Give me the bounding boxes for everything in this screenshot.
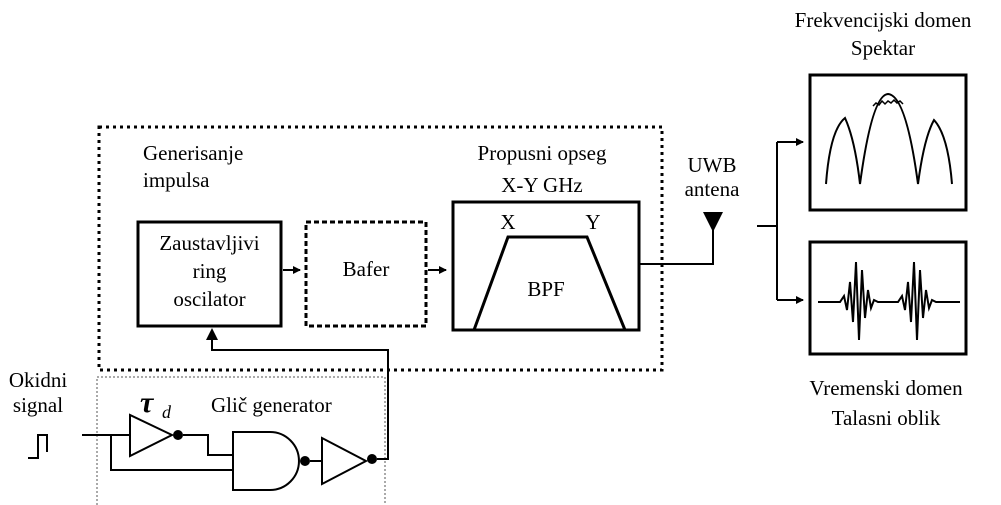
output-inverter-bubble <box>367 454 377 464</box>
antenna-label-line2: antena <box>685 177 740 201</box>
generation-label-line2: impulsa <box>143 168 210 192</box>
oscillator-label-line3: oscilator <box>173 287 245 311</box>
trigger-label-line2: signal <box>13 393 63 417</box>
tau-subscript: d <box>162 402 172 422</box>
delay-inverter <box>129 413 175 458</box>
oscillator-label-line2: ring <box>193 259 227 283</box>
time-domain-label-line2: Talasni oblik <box>832 406 941 430</box>
antenna-label-line1: UWB <box>688 153 737 177</box>
nand-gate <box>232 431 300 491</box>
oscillator-label-line1: Zaustavljivi <box>159 231 259 255</box>
delay-to-nand-wire <box>183 434 233 456</box>
bpf-to-antenna-wire <box>639 225 714 265</box>
arrow-to-oscillator-head <box>206 328 218 340</box>
bpf-x-label: X <box>500 210 515 234</box>
delay-bypass-wire <box>110 435 233 471</box>
output-inverter <box>321 436 369 486</box>
glitch-generator-label: Glič generator <box>211 393 332 417</box>
waveform-box <box>808 240 968 356</box>
time-domain-label-line1: Vremenski domen <box>809 376 963 400</box>
bpf-passband-trapezoid <box>472 235 627 331</box>
passband-label-line1: Propusni opseg <box>478 141 607 165</box>
glitch-generator-dotted-box <box>96 376 386 505</box>
glitch-to-oscillator-wire <box>211 338 389 460</box>
freq-domain-label-line1: Frekvencijski domen <box>795 8 972 32</box>
buffer-block <box>304 220 428 328</box>
tau-symbol: τ <box>140 386 155 419</box>
pulse-generation-dotted-box <box>97 125 664 372</box>
antenna-icon <box>703 212 723 232</box>
waveform-trace <box>818 261 960 341</box>
bpf-y-label: Y <box>585 210 600 234</box>
bpf-block <box>451 200 641 332</box>
nand-gate-bubble <box>300 456 310 466</box>
trigger-pulse-icon <box>28 434 48 459</box>
trigger-label-line1: Okidni <box>9 368 68 392</box>
passband-label-line2: X-Y GHz <box>501 173 582 197</box>
delay-inverter-bubble <box>173 430 183 440</box>
buffer-label: Bafer <box>343 257 390 281</box>
freq-domain-label-line2: Spektar <box>851 36 915 60</box>
spectrum-noise <box>872 98 904 107</box>
ring-oscillator-block <box>136 220 283 328</box>
bpf-label: BPF <box>527 277 564 301</box>
spectrum-box <box>808 73 968 212</box>
generation-label-line1: Generisanje <box>143 141 243 165</box>
spectrum-curve <box>825 92 953 185</box>
